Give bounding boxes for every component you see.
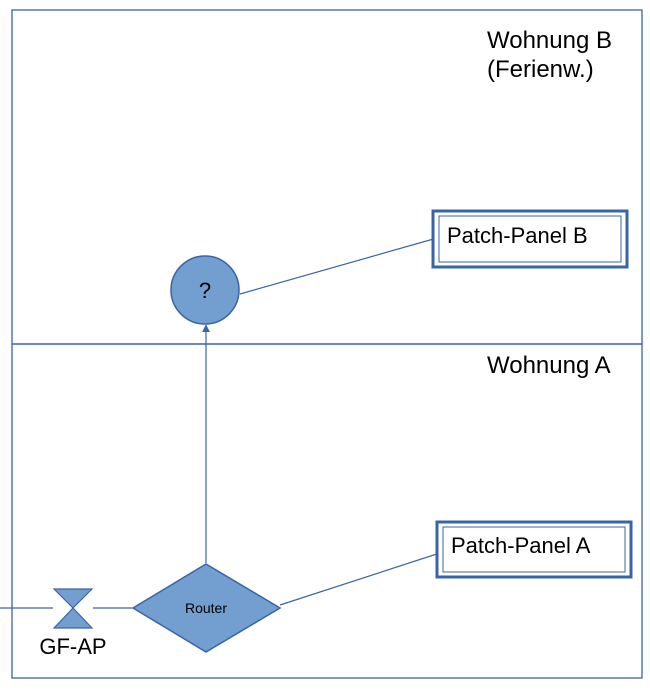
zone-b-title-line2: (Ferienw.)	[487, 56, 594, 83]
router-label: Router	[185, 600, 227, 616]
node-patch-panel-b[interactable]: Patch-Panel B	[431, 209, 629, 269]
patch-panel-a-inner	[442, 526, 626, 573]
router-diamond	[131, 563, 282, 653]
patch-panel-a-box	[435, 520, 633, 579]
unknown-label: ?	[199, 278, 211, 303]
zone-b-title-line1: Wohnung B	[487, 27, 612, 54]
patch-panel-b-inner	[438, 215, 622, 263]
line-unknown-to-patch-b	[239, 234, 445, 295]
patch-panel-b-label: Patch-Panel B	[447, 223, 588, 248]
unknown-circle	[170, 255, 240, 325]
node-unknown[interactable]: ?	[170, 255, 240, 325]
line-router-to-patch-a	[279, 549, 447, 606]
gf-ap-label: GF-AP	[39, 634, 106, 659]
node-gf-ap[interactable]: GF-AP	[39, 588, 107, 659]
zone-a-title: Wohnung A	[487, 352, 611, 379]
gf-ap-hourglass-icon	[52, 588, 94, 629]
node-patch-panel-a[interactable]: Patch-Panel A	[435, 520, 633, 579]
patch-panel-a-label: Patch-Panel A	[451, 533, 591, 558]
node-router[interactable]: Router	[131, 563, 282, 653]
zone-wohnung-a	[11, 343, 643, 679]
patch-panel-b-box	[431, 209, 629, 269]
